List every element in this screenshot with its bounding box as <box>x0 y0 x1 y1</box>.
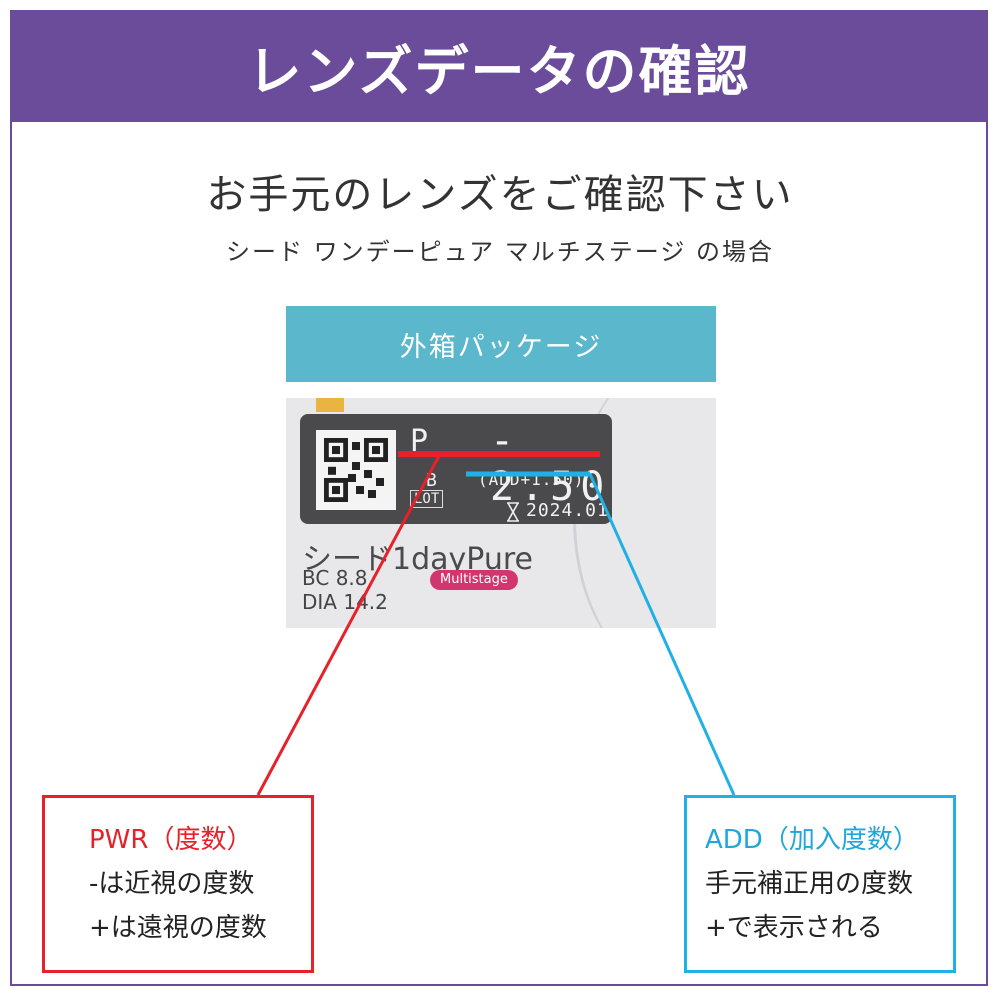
pwr-explanation-box: PWR（度数） -は近視の度数 +は遠視の度数 <box>42 795 314 973</box>
lens-base-marker: B <box>426 470 437 491</box>
lens-lot-marker: LOT <box>410 490 444 508</box>
package-photo: P - 2.50 B LOT (ADD+1.50) 2024.01 シード1da… <box>286 398 716 628</box>
package-label: 外箱パッケージ <box>286 306 716 382</box>
pwr-minus-note: -は近視の度数 <box>89 869 255 899</box>
intro-subtitle: お手元のレンズをご確認下さい <box>206 172 794 218</box>
base-curve: BC 8.8 <box>302 566 368 590</box>
intro-caption: シード ワンデーピュア マルチステージ の場合 <box>226 238 774 266</box>
multistage-badge: Multistage <box>430 570 518 590</box>
pwr-connector <box>256 453 442 796</box>
add-purpose-note: 手元補正用の度数 <box>705 869 914 899</box>
add-title: ADD（加入度数） <box>705 825 919 855</box>
pwr-plus-note: +は遠視の度数 <box>89 913 267 943</box>
lens-power-prefix: P <box>410 424 429 459</box>
pwr-title: PWR（度数） <box>89 825 253 855</box>
package-tape <box>316 398 344 412</box>
page-title: レンズデータの確認 <box>10 10 988 122</box>
add-connector <box>588 473 736 796</box>
lens-data-label: P - 2.50 B LOT (ADD+1.50) 2024.01 <box>300 414 612 524</box>
diameter: DIA 14.2 <box>302 590 388 614</box>
add-sign-note: +で表示される <box>705 913 883 943</box>
hourglass-icon <box>507 502 519 522</box>
add-explanation-box: ADD（加入度数） 手元補正用の度数 +で表示される <box>684 795 956 973</box>
lens-expiry-date: 2024.01 <box>526 500 609 521</box>
qr-code-icon <box>316 430 396 510</box>
